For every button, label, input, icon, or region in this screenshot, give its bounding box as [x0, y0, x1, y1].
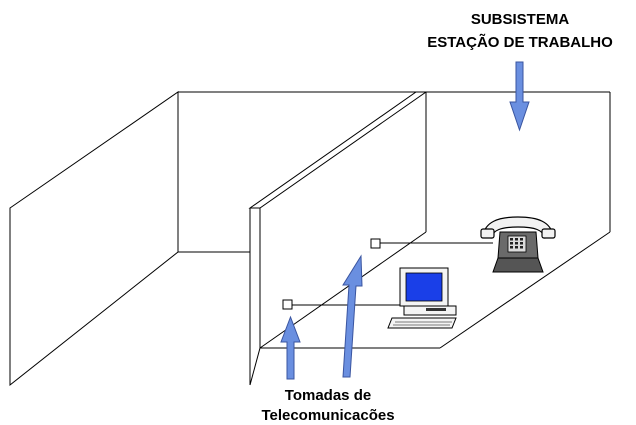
telephone-icon [480, 216, 556, 273]
arrows [280, 61, 530, 380]
outlet-upper [370, 238, 493, 249]
left-cubicle-back-wall [9, 91, 179, 387]
outlet-icon [282, 299, 293, 310]
outlets [282, 238, 493, 310]
bottom-label: Tomadas de Telecomunicacões [261, 387, 394, 424]
top-label-line1: SUBSISTEMA [471, 11, 570, 28]
right-cubicle-floor-right [439, 231, 611, 349]
down-arrow-icon [509, 61, 530, 132]
up-arrow-icon [342, 254, 363, 378]
top-label-line2: ESTAÇÃO DE TRABALHO [427, 33, 613, 51]
computer-icon [387, 267, 457, 329]
top-label: SUBSISTEMA ESTAÇÃO DE TRABALHO [427, 11, 613, 51]
outlet-lower [282, 299, 403, 310]
partition-panel [248, 91, 428, 209]
bottom-label-line1: Tomadas de [285, 387, 371, 404]
up-arrow-icon [280, 315, 301, 380]
bottom-label-line2: Telecomunicacões [261, 407, 394, 424]
partition-floor-edge [249, 347, 261, 386]
outlet-icon [370, 238, 381, 249]
